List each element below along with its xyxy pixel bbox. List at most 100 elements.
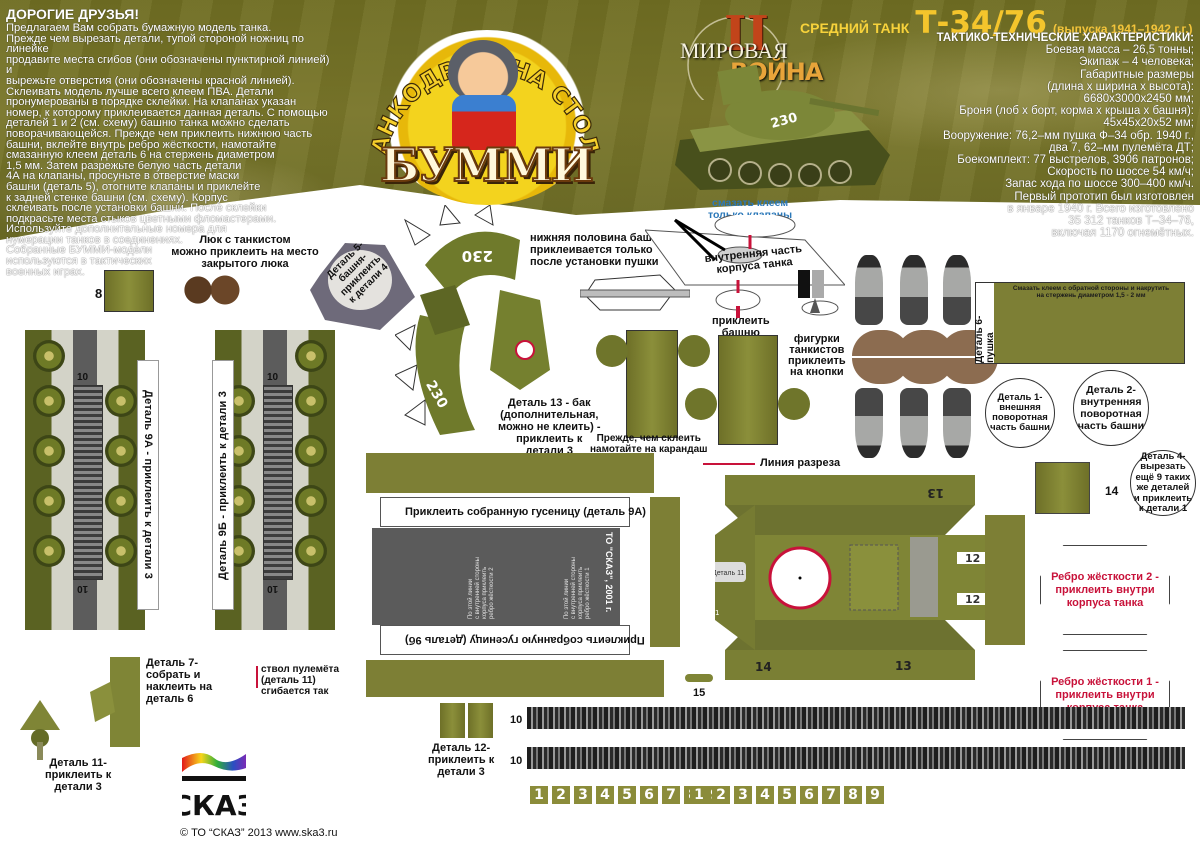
title-years: (выпуска 1941–1942 г.г.)	[1052, 22, 1193, 36]
number-tile: 2	[712, 786, 730, 804]
rib2-piece: Ребро жёсткости 2 - приклеить внутри кор…	[1040, 545, 1170, 635]
turret-ring-diagram	[715, 280, 761, 318]
number-tile: 8	[844, 786, 862, 804]
number-tile: 4	[756, 786, 774, 804]
spec-line: Боекомплект: 77 выстрелов, 3906 патронов…	[957, 154, 1194, 167]
part12-piece	[468, 703, 493, 738]
skaz-studio-logo: СКАЗ	[182, 753, 246, 818]
part14-number: 14	[1105, 484, 1119, 498]
part8-number: 8	[95, 286, 103, 301]
part7-label: Деталь 7- собрать и наклеить на деталь 6	[146, 657, 213, 705]
title-prefix: СРЕДНИЙ ТАНК	[800, 20, 910, 36]
svg-text:230: 230	[462, 247, 493, 265]
part13-cap	[778, 388, 810, 420]
cut-line-sample	[703, 463, 755, 465]
ww2-roman-numeral: II	[724, 6, 769, 62]
mg-barrel-note: ствол пулемёта (деталь 11) сгибается так	[261, 664, 340, 697]
number-tile: 2	[552, 786, 570, 804]
part1-circle: Деталь 1- внешняя поворотная часть башни	[985, 378, 1055, 448]
number-tile: 5	[778, 786, 796, 804]
crew-figure	[855, 255, 883, 325]
intro-text-block: ДОРОГИЕ ДРУЗЬЯ! Предлагаем Вам собрать б…	[6, 6, 336, 277]
spec-line: в январе 1940 г. Всего изготовлено	[1007, 202, 1194, 215]
mascot-head	[448, 40, 518, 102]
spec-line: включая 1170 огнемётных.	[1051, 227, 1194, 240]
part6-note: Смазать клеем с обратной стороны и накру…	[1012, 285, 1170, 299]
svg-text:14: 14	[755, 660, 772, 674]
part15-piece	[685, 674, 713, 682]
part13-body-2	[718, 335, 778, 445]
ww2-badge-ring	[687, 16, 785, 100]
gun-barrel-diagram	[580, 274, 690, 311]
part13-body	[626, 330, 678, 438]
number-tile: 7	[662, 786, 680, 804]
part11-piece	[20, 700, 60, 760]
hatch-note: Люк с танкистом можно приклеить на место…	[171, 234, 319, 270]
track-number: 10	[77, 372, 89, 383]
number-tile: 1	[530, 786, 548, 804]
pencil-note: Прежде, чем склеить намотайте на каранда…	[590, 433, 708, 455]
part15-number: 15	[693, 687, 706, 699]
number-tile: 3	[734, 786, 752, 804]
part14-piece	[1035, 462, 1090, 514]
part3-turret-cutout: 230 230	[395, 205, 520, 435]
footer-copyright: © ТО “СКАЗ” 2013 www.ska3.ru	[180, 827, 338, 839]
crew-figure	[943, 388, 971, 458]
svg-text:СКАЗ: СКАЗ	[182, 789, 246, 818]
part7-piece	[90, 657, 140, 747]
part2-circle: Деталь 2- внутренняя поворотная часть ба…	[1073, 370, 1149, 446]
number-tile: 3	[574, 786, 592, 804]
bummi-brand: БУММИ	[379, 138, 595, 192]
spec-line: (длина x ширина x высота):	[1047, 80, 1194, 93]
tank-photo: 230	[675, 64, 890, 190]
spec-line: Боевая масса – 26,5 тонны;	[1045, 44, 1194, 57]
crew-figure	[943, 255, 971, 325]
part5-turret-mask	[310, 243, 415, 330]
number-tile: 6	[640, 786, 658, 804]
hull-end-plate	[650, 497, 680, 647]
header-background	[0, 0, 1200, 240]
cut-line-label: Линия разреза	[760, 457, 841, 469]
tread-strip-row-1	[527, 707, 1185, 729]
mascot-body	[452, 95, 516, 150]
intro-heading: ДОРОГИЕ ДРУЗЬЯ!	[6, 6, 139, 22]
specs-heading: ТАКТИКО-ТЕХНИЧЕСКИЕ ХАРАКТЕРИСТИКИ:	[936, 32, 1194, 44]
number-tile: 9	[866, 786, 884, 804]
intro-body: Предлагаем Вам собрать бумажную модель т…	[6, 22, 330, 278]
track-number: 10	[77, 583, 89, 594]
svg-text:12: 12	[965, 552, 980, 565]
spec-line: Запас хода по шоссе 300–400 км/ч.	[1005, 178, 1194, 191]
hull-note-rib2: По этой линии с внутренней стороны корпу…	[468, 557, 495, 619]
part12-label: Деталь 12- приклеить к детали 3	[428, 742, 495, 778]
hull-note-rib1: По этой линии с внутренней стороны корпу…	[564, 557, 591, 619]
part13-label: Деталь 13 - бак (дополнительная, можно н…	[498, 397, 601, 457]
mg-barrel-arrow	[256, 666, 258, 688]
crew-figures-note: фигурки танкистов приклеить на кнопки	[788, 333, 846, 378]
hull-tab-9b: Приклеить собранную гусеницу (деталь 9б)	[380, 625, 645, 655]
spec-line: Габаритные размеры	[1080, 68, 1194, 81]
spec-line: 6680x3000x2450 мм;	[1083, 93, 1194, 106]
part8-hatch-piece	[104, 270, 154, 312]
hull-tab-9a: Приклеить собранную гусеницу (деталь 9А)	[380, 497, 646, 527]
part12-piece	[440, 703, 465, 738]
hull-side-top	[366, 453, 654, 493]
spec-line: Экипаж – 4 человека;	[1079, 56, 1194, 69]
number-tile: 6	[800, 786, 818, 804]
attach-track-9a-label: Приклеить собранную гусеницу (деталь 9А)	[405, 506, 646, 518]
specs-block: ТАКТИКО-ТЕХНИЧЕСКИЕ ХАРАКТЕРИСТИКИ: Боев…	[834, 32, 1194, 239]
spec-line: Скорость по шоссе 54 км/ч;	[1047, 166, 1194, 179]
attach-track-9b-label: Приклеить собранную гусеницу (деталь 9б)	[405, 634, 645, 646]
hull-copyright: ТО "СКАЗ", 2001 г.	[604, 532, 614, 613]
hull-bottom-plate: По этой линии с внутренней стороны корпу…	[372, 528, 620, 625]
number-tile: 1	[690, 786, 708, 804]
ww2-line1: МИРОВАЯ	[680, 38, 788, 63]
crew-figure	[900, 255, 928, 325]
hull-rear-flap	[985, 515, 1025, 645]
figure-mount-diagram	[798, 270, 839, 316]
spec-line: 35 312 танков Т–34–76,	[1068, 215, 1194, 228]
part9a-label: Деталь 9А - приклеить к детали 3	[137, 360, 159, 610]
track-number: 10	[267, 583, 279, 594]
part6-label: Деталь 6- пушка	[974, 283, 996, 363]
spec-line: два 7, 62–мм пулемёта ДТ;	[1048, 141, 1194, 154]
